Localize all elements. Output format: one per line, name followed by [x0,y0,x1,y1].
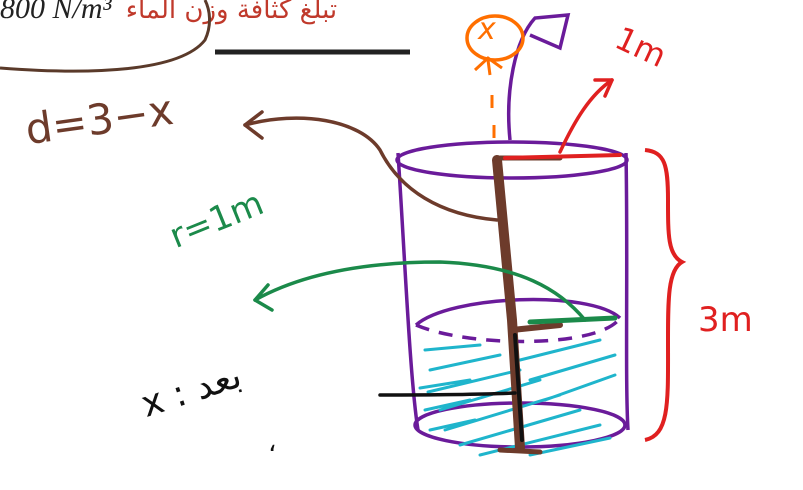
water-surface-back [414,297,622,327]
spout [506,13,571,141]
x-description-sub: ، [268,428,277,458]
height-label: 3m [698,300,753,340]
top-radius-arrow [503,78,622,160]
x-height-line [378,333,524,442]
header-bracket [0,0,211,73]
cylinder-left-wall [396,152,420,431]
height-brace [644,148,687,442]
x-mark-label: x [478,12,496,47]
header-arabic: تبلغ كثافة وزن الماء [125,0,338,25]
header-strip: 800 N/m³ تبلغ كثافة وزن الماء [0,0,337,32]
depth-line [243,110,563,455]
x-marker [465,14,525,138]
water-surface-front [415,316,622,344]
header-math: 800 N/m³ [0,0,112,25]
radius-arrow [253,260,618,325]
cylinder-right-wall [624,152,630,431]
